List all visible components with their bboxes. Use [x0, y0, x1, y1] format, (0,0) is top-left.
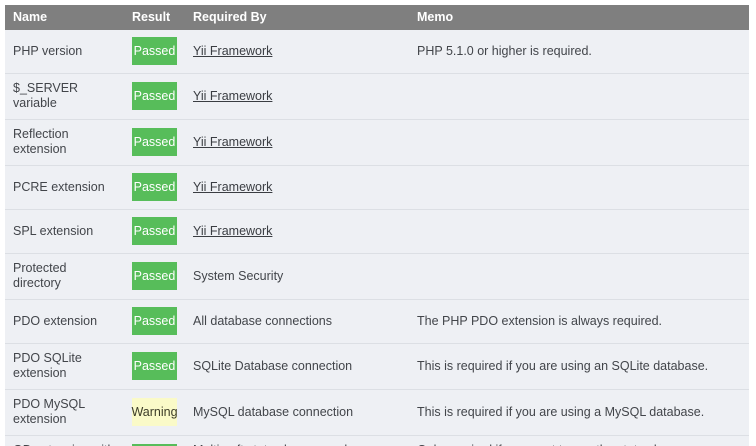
status-badge: Passed [132, 82, 177, 110]
table-row: PHP version Passed Yii Framework PHP 5.1.0 … [5, 30, 749, 74]
cell-name: Reflection extension [5, 119, 124, 166]
status-badge: Passed [132, 444, 177, 446]
required-by-text: MySQL database connection [193, 404, 354, 419]
cell-required-by: MySQL database connection [185, 389, 409, 436]
status-badge: Passed [132, 307, 177, 335]
cell-result: Warning [124, 389, 185, 436]
requirements-table: Name Result Required By Memo PHP version… [5, 5, 749, 446]
cell-name: $_SERVER variable [5, 73, 124, 120]
status-badge: Warning [131, 398, 178, 426]
cell-memo [409, 253, 749, 300]
cell-name: SPL extension [5, 209, 124, 254]
status-badge: Passed [132, 128, 177, 156]
cell-memo [409, 73, 749, 120]
cell-required-by: Yii Framework [185, 119, 409, 166]
table-row: SPL extension Passed Yii Framework [5, 209, 749, 254]
cell-required-by: System Security [185, 253, 409, 300]
cell-result: Passed [124, 209, 185, 254]
cell-memo: This is required if you are using an SQL… [409, 343, 749, 390]
cell-memo: The PHP PDO extension is always required… [409, 299, 749, 344]
cell-name: PHP version [5, 30, 124, 74]
status-badge: Passed [132, 262, 177, 290]
required-by-text: Multicraft status banner and registratio… [193, 443, 347, 446]
required-by-text: System Security [193, 268, 284, 283]
cell-name: Protected directory [5, 253, 124, 300]
cell-required-by: Yii Framework [185, 165, 409, 210]
table-header: Name Result Required By Memo [5, 5, 749, 30]
cell-memo [409, 209, 749, 254]
table-row: GD extension with FreeType supportPassed… [5, 435, 749, 446]
cell-memo [409, 119, 749, 166]
cell-result: Passed [124, 30, 185, 74]
required-by-text: SQLite Database connection [193, 358, 353, 373]
cell-result: Passed [124, 119, 185, 166]
cell-result: Passed [124, 165, 185, 210]
cell-name: PDO extension [5, 299, 124, 344]
table-row: PDO SQLite extension Passed SQLite Databas… [5, 343, 749, 390]
required-by-link[interactable]: Yii Framework [193, 43, 273, 58]
cell-memo: Only required if you want to use the sta… [409, 435, 749, 446]
cell-result: Passed [124, 343, 185, 390]
table-row: PDO extension Passed All database connecti… [5, 299, 749, 344]
required-by-link[interactable]: Yii Framework [193, 88, 273, 103]
table-row: Reflection extension Passed Yii Framework [5, 119, 749, 166]
cell-required-by: Multicraft status banner and registratio… [185, 435, 409, 446]
cell-result: Passed [124, 435, 185, 446]
cell-name: PDO SQLite extension [5, 343, 124, 390]
cell-result: Passed [124, 73, 185, 120]
column-header-result: Result [124, 5, 185, 30]
table-header-row: Name Result Required By Memo [5, 5, 749, 30]
status-badge: Passed [132, 217, 177, 245]
column-header-required-by: Required By [185, 5, 409, 30]
cell-required-by: Yii Framework [185, 30, 409, 74]
cell-required-by: Yii Framework [185, 209, 409, 254]
cell-result: Passed [124, 299, 185, 344]
cell-memo [409, 165, 749, 210]
cell-memo: This is required if you are using a MySQ… [409, 389, 749, 436]
required-by-text: All database connections [193, 313, 332, 328]
table-row: $_SERVER variable Passed Yii Framework [5, 73, 749, 120]
table-row: Protected directory Passed System Security [5, 253, 749, 300]
cell-name: GD extension with FreeType support [5, 435, 124, 446]
cell-required-by: Yii Framework [185, 73, 409, 120]
status-badge: Passed [132, 352, 177, 380]
column-header-memo: Memo [409, 5, 749, 30]
status-badge: Passed [132, 173, 177, 201]
required-by-link[interactable]: Yii Framework [193, 179, 273, 194]
cell-name: PDO MySQL extension [5, 389, 124, 436]
status-badge: Passed [132, 37, 177, 65]
cell-result: Passed [124, 253, 185, 300]
cell-required-by: SQLite Database connection [185, 343, 409, 390]
cell-name: PCRE extension [5, 165, 124, 210]
table-row: PCRE extension Passed Yii Framework [5, 165, 749, 210]
cell-memo: PHP 5.1.0 or higher is required. [409, 30, 749, 74]
cell-required-by: All database connections [185, 299, 409, 344]
required-by-link[interactable]: Yii Framework [193, 223, 273, 238]
required-by-link[interactable]: Yii Framework [193, 134, 273, 149]
column-header-name: Name [5, 5, 124, 30]
